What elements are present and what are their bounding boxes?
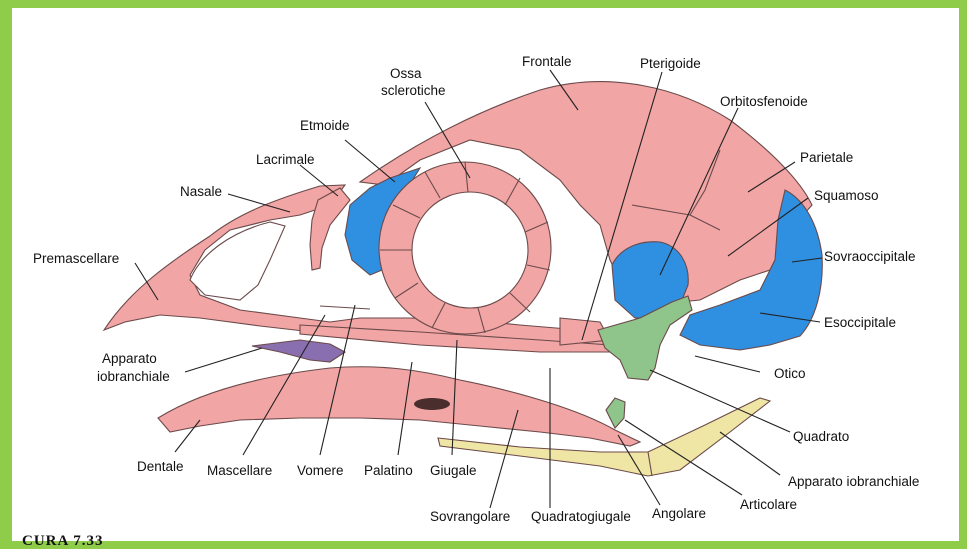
label-sovrangolare: Sovrangolare (430, 509, 510, 524)
label-angolare: Angolare (652, 506, 706, 521)
label-esoccipitale: Esoccipitale (824, 315, 896, 330)
label-vomere: Vomere (297, 463, 344, 478)
label-mascellare: Mascellare (207, 463, 272, 478)
label-sovraoccipitale: Sovraoccipitale (824, 249, 916, 264)
hyoid-apparatus-purple (252, 340, 345, 362)
lower-jaw (158, 367, 640, 446)
label-ossa-sclerotiche-1: Ossa (390, 66, 422, 81)
eye-opening (412, 192, 528, 308)
label-apparato-iobranchiale-left-1: Apparato (102, 351, 157, 366)
label-premascellare: Premascellare (33, 251, 119, 266)
label-dentale: Dentale (137, 459, 184, 474)
label-giugale: Giugale (430, 463, 477, 478)
label-orbitosfenoide: Orbitosfenoide (720, 94, 808, 109)
label-ossa-sclerotiche-2: sclerotiche (381, 83, 446, 98)
label-frontale: Frontale (522, 54, 572, 69)
label-quadrato: Quadrato (793, 429, 849, 444)
articular-green (606, 398, 625, 428)
label-lacrimale: Lacrimale (256, 152, 315, 167)
label-pterigoide: Pterigoide (640, 56, 701, 71)
label-squamoso: Squamoso (814, 188, 879, 203)
label-apparato-iobranchiale-left-2: iobranchiale (97, 369, 170, 384)
label-quadratogiugale: Quadratogiugale (531, 509, 631, 524)
mandibular-fenestra (414, 398, 450, 410)
label-nasale: Nasale (180, 184, 222, 199)
label-apparato-iobranchiale-right: Apparato iobranchiale (788, 474, 919, 489)
label-articolare: Articolare (740, 497, 797, 512)
label-otico: Otico (774, 366, 806, 381)
label-parietale: Parietale (800, 150, 853, 165)
label-palatino: Palatino (364, 463, 413, 478)
figure-caption: CURA 7.33 (22, 533, 104, 550)
label-etmoide: Etmoide (300, 118, 350, 133)
